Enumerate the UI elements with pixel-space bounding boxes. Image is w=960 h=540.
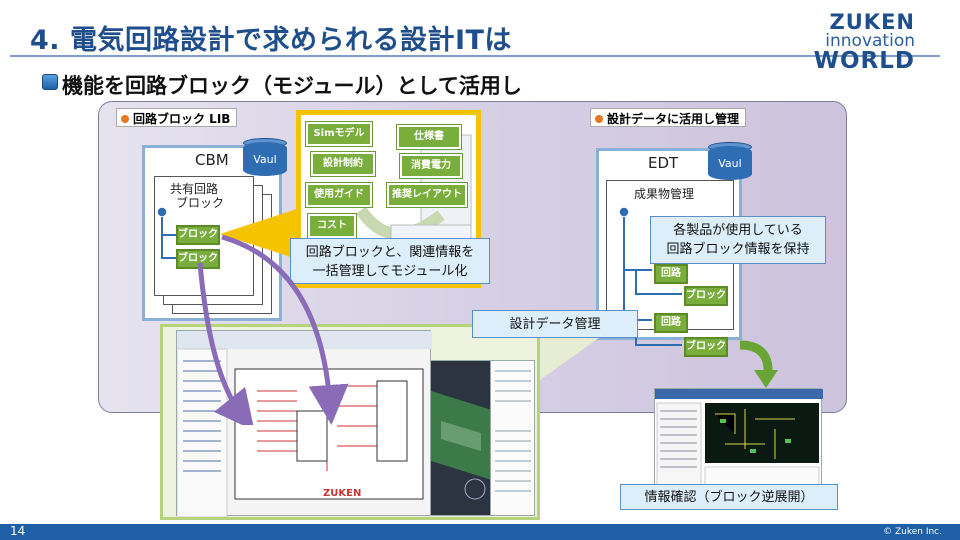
- zuken-logo: ZUKEN innovation WORLD: [814, 12, 915, 73]
- title-divider: [10, 55, 940, 57]
- bullet-icon: [42, 74, 58, 90]
- circuit-button-1[interactable]: 回路: [654, 264, 688, 284]
- yellow-callout-pointer: [220, 208, 300, 260]
- page-number: 14: [10, 524, 26, 538]
- circuit-button-2[interactable]: 回路: [654, 313, 688, 333]
- module-item-constraints: 設計制約: [311, 152, 375, 176]
- green-arrow-icon: [739, 340, 778, 388]
- shared-block-label-2: ブロック: [176, 196, 225, 210]
- orange-dot-icon: [595, 115, 603, 123]
- block-button-r2[interactable]: ブロック: [684, 337, 728, 357]
- tree-connector-left: [156, 206, 176, 259]
- module-item-spec: 仕様書: [397, 125, 461, 149]
- module-item-guide: 使用ガイド: [306, 183, 372, 207]
- footer-bar: [0, 524, 960, 540]
- page-title: 4. 電気回路設計で求められる設計ITは: [30, 25, 512, 56]
- properties-panel: [490, 360, 535, 516]
- module-callout: 回路ブロックと、関連情報を 一括管理してモジュール化: [290, 238, 490, 284]
- deliverable-label: 成果物管理: [634, 187, 695, 201]
- design-data-callout: 設計データ管理: [472, 310, 638, 338]
- logo-line2: innovation: [825, 31, 915, 51]
- block-button-r1[interactable]: ブロック: [684, 286, 728, 306]
- product-callout: 各製品が使用している 回路ブロック情報を保持: [650, 216, 826, 264]
- lib-tag: 回路ブロック LIB: [116, 108, 238, 127]
- logo-line3: WORLD: [813, 48, 915, 74]
- edt-label: EDT: [648, 154, 679, 172]
- cbm-label: CBM: [195, 151, 229, 169]
- board-3d-view: [430, 360, 495, 516]
- vaul-db-icon: Vaul: [243, 142, 287, 176]
- module-item-sim: Simモデル: [306, 122, 372, 146]
- vaul-db-icon: Vaul: [708, 146, 752, 180]
- logo-line1: ZUKEN: [829, 10, 915, 34]
- section-heading: 機能を回路ブロック（モジュール）として活用し: [62, 74, 522, 98]
- design-data-tag: 設計データに活用し管理: [590, 108, 747, 127]
- schematic-brand: ZUKEN: [323, 488, 362, 499]
- green-callout-pointer: [540, 330, 610, 380]
- module-item-power: 消費電力: [400, 154, 462, 178]
- shared-block-label-1: 共有回路: [170, 182, 219, 196]
- module-item-cost: コスト: [308, 214, 356, 238]
- properties-lines: [495, 370, 531, 492]
- purple-arrows: [197, 234, 349, 425]
- module-item-layout: 推奨レイアウト: [387, 183, 467, 207]
- info-check-callout: 情報確認（ブロック逆展開）: [620, 484, 838, 510]
- copyright: © Zuken Inc.: [883, 527, 942, 537]
- orange-dot-icon: [121, 115, 129, 123]
- board-3d-drawing: [431, 391, 495, 500]
- block-button-1[interactable]: ブロック: [176, 225, 220, 245]
